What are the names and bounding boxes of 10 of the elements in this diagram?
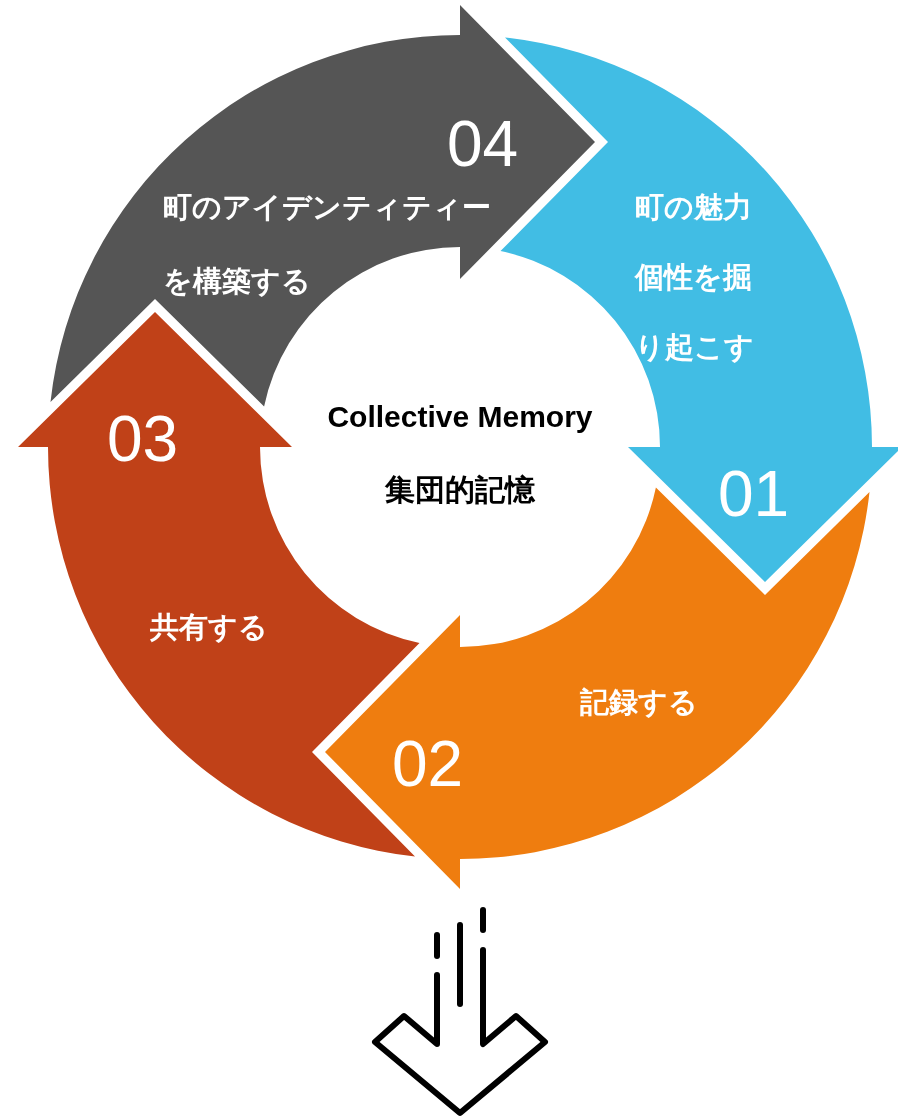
step-number: 01 [718,462,790,526]
step-text: 町のアイデンティティーを構築する [163,189,492,300]
step-text: 共有する [150,609,269,646]
center-subtitle: 集団的記憶 [384,472,536,508]
step-text: 記録する [580,684,699,721]
step-number: 03 [107,407,179,471]
step-number: 04 [447,112,519,176]
step-number: 02 [392,732,464,796]
center-title: Collective Memory [326,400,594,434]
step-text: 町の魅力個性を掘り起こす [635,189,755,366]
